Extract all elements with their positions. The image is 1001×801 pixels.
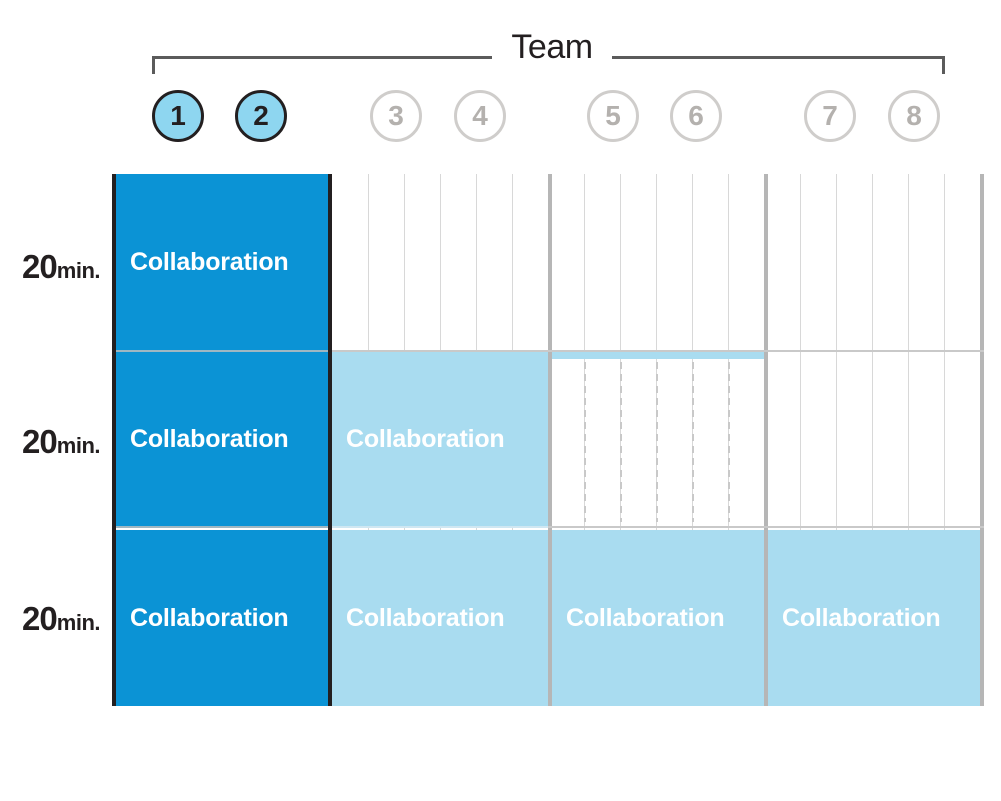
team-circle-1[interactable]: 1 [152,90,204,142]
schedule-block-label: Collaboration [130,424,289,453]
schedule-block-label: Collaboration [566,603,725,632]
team-circle-label: 5 [605,100,621,131]
row-duration-1: 20min. [0,250,100,283]
schedule-block-row1-col1[interactable]: Collaboration [116,174,328,350]
gridline-group-separator [764,174,768,706]
gridline-vertical [908,174,909,706]
block-separator [116,526,328,528]
schedule-block-row3-col1[interactable]: Collaboration [116,530,328,706]
row-duration-2: 20min. [0,425,100,458]
dashed-gridline [620,362,622,522]
bracket-line-left [152,56,492,59]
row-duration-value: 20 [22,600,58,637]
row-duration-value: 20 [22,248,58,285]
schedule-block-row3-col3[interactable]: Collaboration [552,530,764,706]
team-circle-label: 4 [472,100,488,131]
row-duration-unit: min. [56,258,101,283]
schedule-block-label: Collaboration [346,424,505,453]
schedule-block-row3-col2[interactable]: Collaboration [332,530,548,706]
schedule-block-row2-col2[interactable]: Collaboration [332,352,548,526]
selection-edge-left [112,174,116,706]
team-circle-label: 2 [253,100,269,131]
team-circle-label: 6 [688,100,704,131]
gridline-horizontal [112,526,984,528]
gridline-vertical [800,174,801,706]
team-circle-5[interactable]: 5 [587,90,639,142]
schedule-block-label: Collaboration [130,247,289,276]
schedule-block-label: Collaboration [782,603,941,632]
row-duration-value: 20 [22,423,58,460]
gridline-vertical [872,174,873,706]
bracket-tick-left [152,56,155,74]
selection-edge-right [328,174,332,706]
dashed-gridline [728,362,730,522]
team-circle-3[interactable]: 3 [370,90,422,142]
team-circle-label: 7 [822,100,838,131]
block-separator [332,526,548,528]
row-duration-unit: min. [56,610,101,635]
team-circle-4[interactable]: 4 [454,90,506,142]
team-circle-2[interactable]: 2 [235,90,287,142]
block-separator [116,350,328,352]
team-circle-8[interactable]: 8 [888,90,940,142]
schedule-block-label: Collaboration [130,603,289,632]
gridline-group-separator [548,174,552,706]
gridline-group-separator [980,174,984,706]
dashed-gridline [692,362,694,522]
gridline-horizontal [112,350,984,352]
schedule-block-row3-col4[interactable]: Collaboration [768,530,980,706]
gridline-vertical [836,174,837,706]
team-circle-7[interactable]: 7 [804,90,856,142]
schedule-block-label: Collaboration [346,603,505,632]
schedule-block-row2-col1[interactable]: Collaboration [116,352,328,526]
dashed-gridline [584,362,586,522]
row-duration-unit: min. [56,433,101,458]
bracket-tick-right [942,56,945,74]
bracket-label: Team [511,28,593,66]
schedule-grid: Collaboration Collaboration Collaboratio… [112,174,984,706]
team-circle-label: 1 [170,100,186,131]
partial-allocation-bar [552,352,764,359]
row-duration-3: 20min. [0,602,100,635]
bracket-line-right [612,56,945,59]
team-circle-6[interactable]: 6 [670,90,722,142]
team-circle-label: 3 [388,100,404,131]
team-circle-label: 8 [906,100,922,131]
gridline-vertical [944,174,945,706]
dashed-gridline [656,362,658,522]
